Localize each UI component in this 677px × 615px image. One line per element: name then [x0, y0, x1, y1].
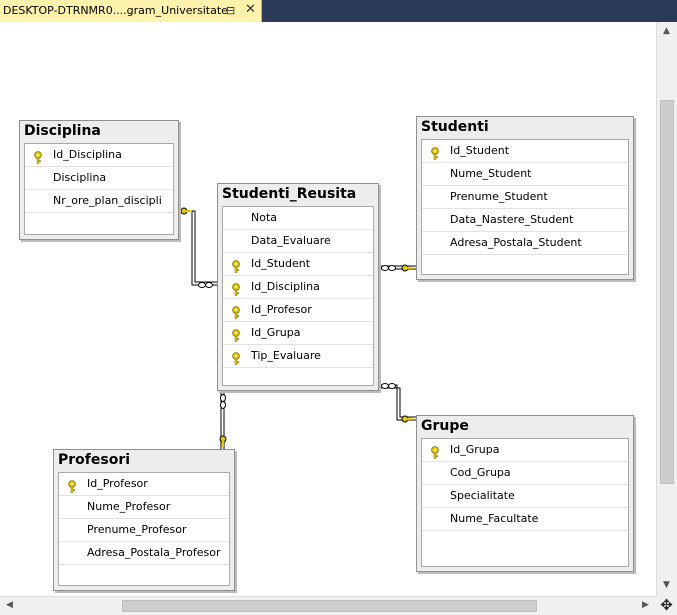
key-icon — [231, 304, 241, 319]
key-icon — [430, 444, 440, 459]
table-title: Disciplina — [24, 123, 101, 139]
column-name: Data_Nastere_Student — [450, 213, 574, 226]
column-name: Disciplina — [53, 171, 107, 184]
column-row[interactable]: Disciplina — [25, 167, 173, 190]
column-name: Tip_Evaluare — [251, 349, 321, 362]
column-row[interactable]: Data_Evaluare — [223, 230, 373, 253]
key-icon — [401, 264, 413, 272]
relationship-ends — [180, 207, 413, 447]
column-row[interactable]: Id_Grupa — [223, 322, 373, 345]
vertical-scroll-thumb[interactable] — [660, 100, 674, 484]
column-row[interactable]: Id_Student — [422, 140, 628, 163]
scroll-up-icon[interactable]: ▲ — [663, 26, 670, 36]
key-icon — [67, 478, 77, 493]
column-name: Data_Evaluare — [251, 234, 331, 247]
column-name: Prenume_Student — [450, 190, 548, 203]
column-row[interactable]: Adresa_Postala_Student — [422, 232, 628, 255]
column-name: Id_Student — [251, 257, 311, 270]
column-row[interactable]: Prenume_Profesor — [59, 519, 229, 542]
key-icon — [33, 149, 43, 164]
relationship-line-disciplina — [179, 210, 218, 286]
column-name: Prenume_Profesor — [87, 523, 187, 536]
diagram-tab[interactable]: DESKTOP-DTRNMR0....gram_Universitate ⊟ ✕ — [0, 0, 262, 22]
column-row[interactable]: Data_Nastere_Student — [422, 209, 628, 232]
column-name: Id_Disciplina — [53, 148, 122, 161]
infinity-icon — [381, 265, 396, 271]
key-icon — [180, 207, 192, 215]
column-row[interactable]: Id_Profesor — [59, 473, 229, 496]
scroll-right-icon[interactable]: ▶ — [642, 600, 649, 610]
document-tab-strip: DESKTOP-DTRNMR0....gram_Universitate ⊟ ✕ — [0, 0, 677, 22]
column-row[interactable]: Specialitate — [422, 485, 628, 508]
table-title: Studenti — [421, 119, 489, 135]
column-name: Nota — [251, 211, 278, 224]
column-name: Adresa_Postala_Student — [450, 236, 582, 249]
column-row[interactable]: Nume_Facultate — [422, 508, 628, 531]
column-name: Nr_ore_plan_discipli — [53, 194, 162, 207]
column-row[interactable]: Nr_ore_plan_discipli — [25, 190, 173, 213]
column-name: Id_Disciplina — [251, 280, 320, 293]
infinity-icon — [220, 394, 226, 409]
horizontal-scroll-thumb[interactable] — [122, 600, 537, 612]
column-row[interactable]: Adresa_Postala_Profesor — [59, 542, 229, 565]
table-title: Grupe — [421, 418, 469, 434]
column-row[interactable]: Prenume_Student — [422, 186, 628, 209]
key-icon — [231, 327, 241, 342]
column-name: Adresa_Postala_Profesor — [87, 546, 221, 559]
column-row[interactable]: Id_Grupa — [422, 439, 628, 462]
column-name: Id_Profesor — [251, 303, 312, 316]
diagram-tab-title: DESKTOP-DTRNMR0....gram_Universitate — [3, 4, 228, 17]
key-icon — [231, 281, 241, 296]
key-icon — [219, 435, 227, 447]
column-row[interactable]: Cod_Grupa — [422, 462, 628, 485]
column-row[interactable]: Id_Disciplina — [25, 144, 173, 167]
infinity-icon — [198, 282, 213, 288]
pan-move-icon[interactable]: ✥ — [656, 596, 677, 615]
horizontal-scrollbar[interactable]: ◀ ▶ — [0, 596, 656, 615]
column-row[interactable]: Nota — [223, 207, 373, 230]
key-icon — [231, 350, 241, 365]
scroll-down-icon[interactable]: ▼ — [663, 580, 670, 590]
infinity-icon — [381, 383, 396, 389]
column-row[interactable]: Id_Student — [223, 253, 373, 276]
relationship-lines — [179, 207, 416, 449]
column-name: Nume_Facultate — [450, 512, 539, 525]
column-row[interactable]: Nume_Profesor — [59, 496, 229, 519]
pin-icon[interactable]: ⊟ — [226, 4, 236, 17]
column-name: Nume_Profesor — [87, 500, 171, 513]
relationship-line-grupe — [377, 384, 416, 421]
table-title: Studenti_Reusita — [222, 186, 357, 202]
column-name: Id_Grupa — [251, 326, 301, 339]
vertical-scrollbar[interactable]: ▲ ▼ — [656, 22, 677, 596]
key-icon — [430, 145, 440, 160]
key-icon — [401, 415, 413, 423]
key-icon — [231, 258, 241, 273]
column-row[interactable]: Id_Disciplina — [223, 276, 373, 299]
column-name: Specialitate — [450, 489, 515, 502]
column-row[interactable]: Id_Profesor — [223, 299, 373, 322]
table-title: Profesori — [58, 452, 131, 468]
column-name: Id_Grupa — [450, 443, 500, 456]
column-name: Id_Profesor — [87, 477, 148, 490]
column-name: Cod_Grupa — [450, 466, 511, 479]
column-row[interactable]: Nume_Student — [422, 163, 628, 186]
column-name: Id_Student — [450, 144, 510, 157]
scroll-left-icon[interactable]: ◀ — [6, 600, 13, 610]
close-icon[interactable]: ✕ — [245, 2, 256, 17]
column-name: Nume_Student — [450, 167, 532, 180]
column-row[interactable]: Tip_Evaluare — [223, 345, 373, 368]
